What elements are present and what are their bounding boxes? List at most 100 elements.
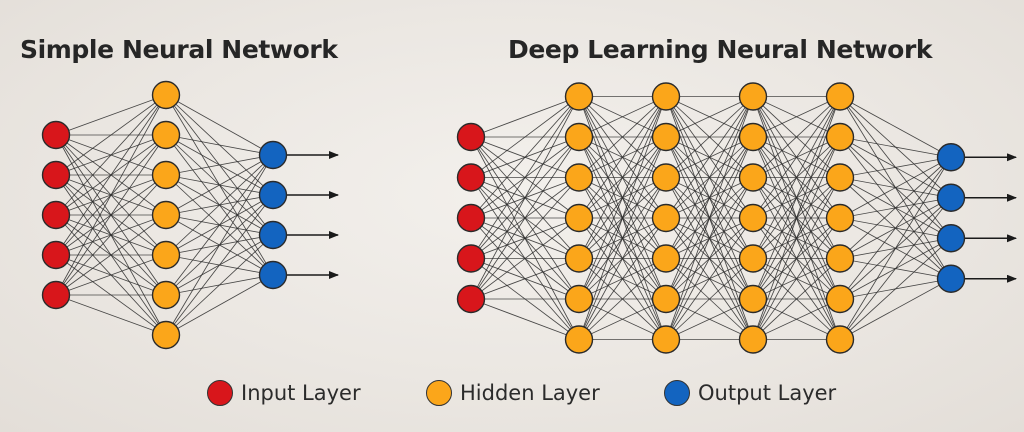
connection-edge xyxy=(665,96,754,300)
connection-edge xyxy=(839,156,952,219)
deep-hidden-layer-2 xyxy=(651,82,681,354)
connection-edge xyxy=(165,194,274,336)
connection-edge xyxy=(752,96,841,219)
connection-edge xyxy=(665,298,754,340)
input-node xyxy=(456,122,486,152)
hidden-node xyxy=(825,244,855,273)
connection-edge xyxy=(578,96,667,259)
connection-edge xyxy=(578,258,667,340)
connection-edge xyxy=(665,136,754,340)
connection-edge xyxy=(55,214,167,296)
deep-hidden-layer-4 xyxy=(825,82,855,354)
hidden-node xyxy=(564,244,594,273)
connection-edge xyxy=(55,94,167,136)
output-node xyxy=(936,264,966,293)
connection-edge xyxy=(752,96,841,138)
connection-edge xyxy=(165,154,274,256)
deep-network-title: Deep Learning Neural Network xyxy=(508,35,933,64)
connection-edge xyxy=(665,258,754,340)
hidden-node xyxy=(651,82,681,111)
simple-hidden-layer-1 xyxy=(151,80,181,350)
output-node xyxy=(936,183,966,212)
input-node xyxy=(456,163,486,192)
connection-edge xyxy=(665,96,754,340)
connection-edge xyxy=(578,136,667,340)
input-layer-swatch-icon xyxy=(207,380,233,406)
hidden-node xyxy=(738,244,768,273)
input-node xyxy=(456,244,486,273)
input-node xyxy=(456,284,486,314)
hidden-node xyxy=(564,284,594,314)
legend-item-output: Output Layer xyxy=(664,376,836,410)
hidden-node xyxy=(825,163,855,192)
hidden-layer-swatch-icon xyxy=(426,380,452,406)
connection-edge xyxy=(55,174,167,296)
connection-edge xyxy=(470,217,580,300)
input-node xyxy=(41,120,71,150)
legend-label-input: Input Layer xyxy=(241,381,361,405)
connection-edge xyxy=(470,96,580,219)
connection-edge xyxy=(578,217,667,340)
hidden-node xyxy=(651,163,681,192)
connection-edge xyxy=(55,94,167,256)
connection-edge xyxy=(839,156,952,259)
deep-output-layer-5 xyxy=(936,143,966,293)
connection-edge xyxy=(165,154,274,336)
connection-edge xyxy=(470,136,580,300)
output-node xyxy=(258,140,288,170)
connection-edge xyxy=(839,156,952,300)
connection-edge xyxy=(839,197,952,340)
connection-edge xyxy=(578,177,667,340)
connection-edge xyxy=(752,96,841,340)
connection-edge xyxy=(665,96,754,219)
hidden-node xyxy=(825,122,855,152)
hidden-node xyxy=(564,325,594,354)
hidden-node xyxy=(564,203,594,233)
connection-edge xyxy=(55,94,167,216)
hidden-node xyxy=(151,80,181,110)
connection-edge xyxy=(470,258,580,300)
hidden-node xyxy=(151,320,181,350)
connection-edge xyxy=(470,96,580,178)
simple-network xyxy=(41,80,339,350)
hidden-node xyxy=(738,82,768,111)
simple-network-title: Simple Neural Network xyxy=(20,35,338,64)
connection-edge xyxy=(752,298,841,340)
connection-edge xyxy=(470,96,580,259)
input-node xyxy=(41,160,71,190)
output-node xyxy=(936,224,966,253)
legend: Input Layer Hidden Layer Output Layer xyxy=(0,376,1024,410)
hidden-node xyxy=(151,120,181,150)
connection-edge xyxy=(752,96,841,178)
connection-edge xyxy=(665,96,754,178)
connection-edge xyxy=(839,156,952,178)
connection-edge xyxy=(752,136,841,340)
hidden-node xyxy=(651,244,681,273)
legend-label-output: Output Layer xyxy=(698,381,837,405)
connection-edge xyxy=(470,177,580,300)
hidden-node xyxy=(564,163,594,192)
connection-edge xyxy=(470,298,580,340)
connection-edge xyxy=(665,217,754,340)
connection-edge xyxy=(839,96,952,158)
connection-edge xyxy=(165,154,274,216)
output-node xyxy=(258,180,288,210)
simple-input-layer-0 xyxy=(41,120,71,310)
output-layer-swatch-icon xyxy=(664,380,690,406)
connection-edge xyxy=(470,96,580,138)
connection-edge xyxy=(470,96,580,300)
input-node xyxy=(41,200,71,230)
connection-edge xyxy=(839,237,952,340)
connection-edge xyxy=(55,94,167,296)
input-node xyxy=(41,280,71,310)
deep-hidden-layer-1 xyxy=(564,82,594,354)
hidden-node xyxy=(651,203,681,233)
connection-edge xyxy=(665,96,754,138)
simple-output-layer-2 xyxy=(258,140,288,290)
legend-label-hidden: Hidden Layer xyxy=(460,381,600,405)
connection-edge xyxy=(752,217,841,340)
connection-edge xyxy=(578,298,667,340)
hidden-node xyxy=(651,325,681,354)
deep-edges xyxy=(470,96,952,340)
connection-edge xyxy=(839,278,952,340)
